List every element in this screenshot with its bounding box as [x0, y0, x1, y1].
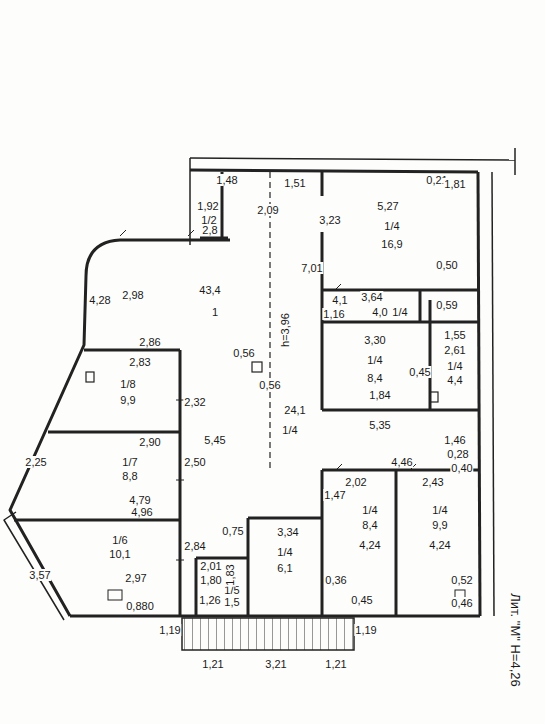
dimension-label: 1/4	[281, 424, 298, 436]
dimension-label: 2,09	[256, 204, 279, 216]
dimension-label: 10,1	[108, 548, 131, 560]
dimension-label: 1,83	[224, 563, 236, 586]
dimension-label: 0,40	[450, 462, 473, 474]
dimension-label: 2,84	[183, 540, 206, 552]
dimension-label: 1,47	[323, 489, 346, 501]
dimension-label: 16,9	[380, 238, 403, 250]
dimension-label: 0,56	[258, 379, 281, 391]
dimension-label: 4,24	[428, 539, 451, 551]
dimension-label: 2,32	[183, 396, 206, 408]
dimension-label: 1/4	[361, 504, 378, 516]
dimension-label: 0,28	[446, 448, 469, 460]
dimension-label: 8,8	[121, 470, 138, 482]
dimension-label: 1/8	[119, 378, 136, 390]
dimension-label: 6,1	[276, 562, 293, 574]
dimension-label: 5,35	[368, 419, 391, 431]
dimension-label: 3,21	[264, 658, 287, 670]
dimension-label: 2,90	[138, 436, 161, 448]
dimension-label: 2,97	[124, 572, 147, 584]
dimension-label: 1,48	[215, 174, 238, 186]
dimension-label: 1,16	[322, 308, 345, 320]
dimension-label: 7,01	[300, 262, 323, 274]
dimension-label: 4,1	[331, 294, 348, 306]
dimension-label: 1,26	[198, 594, 221, 606]
dimension-label: 2,8	[201, 224, 218, 236]
dimension-label: 3,34	[276, 526, 299, 538]
dimension-label: 2,02	[344, 476, 367, 488]
dimension-label: 1/6	[111, 534, 128, 546]
dimension-label: 2,50	[183, 456, 206, 468]
dimension-label: 1,19	[158, 624, 181, 636]
dimension-label: 2,43	[421, 476, 444, 488]
dimension-label: 0,880	[125, 600, 155, 612]
dimension-label: 3,30	[363, 334, 386, 346]
dimension-label: 24,1	[283, 404, 306, 416]
dimension-label: 1,81	[443, 178, 466, 190]
dimension-label: 1/4	[383, 220, 400, 232]
dimension-label: 2,61	[443, 344, 466, 356]
dimension-label: 5,27	[376, 200, 399, 212]
dimension-label: 2,25	[24, 456, 47, 468]
dimension-label: 0,45	[408, 366, 431, 378]
dimension-label: 1,46	[443, 434, 466, 446]
dimension-label: 4,28	[88, 294, 111, 306]
dimension-label: 1/7	[121, 456, 138, 468]
dimension-label: 1,55	[443, 329, 466, 341]
dimension-label: 1,21	[324, 658, 347, 670]
dimension-label: 43,4	[198, 284, 221, 296]
dimension-label: 4,96	[130, 506, 153, 518]
dimension-label: 4,24	[358, 539, 381, 551]
dimension-label: 5,45	[203, 434, 226, 446]
dimension-label: 1	[211, 306, 219, 318]
dimension-label: 0,50	[435, 259, 458, 271]
dimension-label: 1,19	[354, 624, 377, 636]
dimension-label: 0,56	[232, 347, 255, 359]
dimension-label: 4,4	[446, 374, 463, 386]
dimension-label: 1,5	[223, 596, 240, 608]
dimension-label: 3,64	[360, 291, 383, 303]
dimension-label: 0,46	[450, 597, 473, 609]
dimension-label: 9,9	[431, 519, 448, 531]
dimension-label: 1/4	[391, 306, 408, 318]
dimension-label: 4,46	[390, 456, 413, 468]
dimension-label: 1,80	[199, 574, 222, 586]
dimension-label: 3,23	[318, 214, 341, 226]
dimension-label: h=3,96	[279, 312, 291, 348]
dimension-label: 1,92	[196, 200, 219, 212]
dimension-label: 1,21	[201, 658, 224, 670]
dimension-label: 1/4	[431, 504, 448, 516]
dimension-label: 2,83	[128, 356, 151, 368]
dimension-label: 3,57	[28, 569, 51, 581]
dimension-label: 9,9	[119, 394, 136, 406]
dimension-label: Лит. "М" H=4,26	[509, 592, 521, 687]
dimension-label: 2,86	[138, 336, 161, 348]
dimension-label: 1/4	[366, 354, 383, 366]
dimension-label: 0,75	[221, 525, 244, 537]
dimension-label: 1/4	[276, 546, 293, 558]
dimension-label: 0,45	[350, 594, 373, 606]
dimension-label: 4,79	[128, 494, 151, 506]
dimension-label: 4,0	[371, 306, 388, 318]
dimension-label: 0,36	[324, 574, 347, 586]
dimension-label: 0,59	[435, 299, 458, 311]
dimension-label: 8,4	[361, 519, 378, 531]
dimension-label: 2,01	[199, 560, 222, 572]
dimension-label: 1,51	[283, 177, 306, 189]
dimension-label: 0,52	[450, 574, 473, 586]
dimension-label: 2,98	[121, 289, 144, 301]
dimension-label: 1,84	[368, 389, 391, 401]
dimension-label: 1/4	[446, 360, 463, 372]
dimension-label: 8,4	[366, 372, 383, 384]
